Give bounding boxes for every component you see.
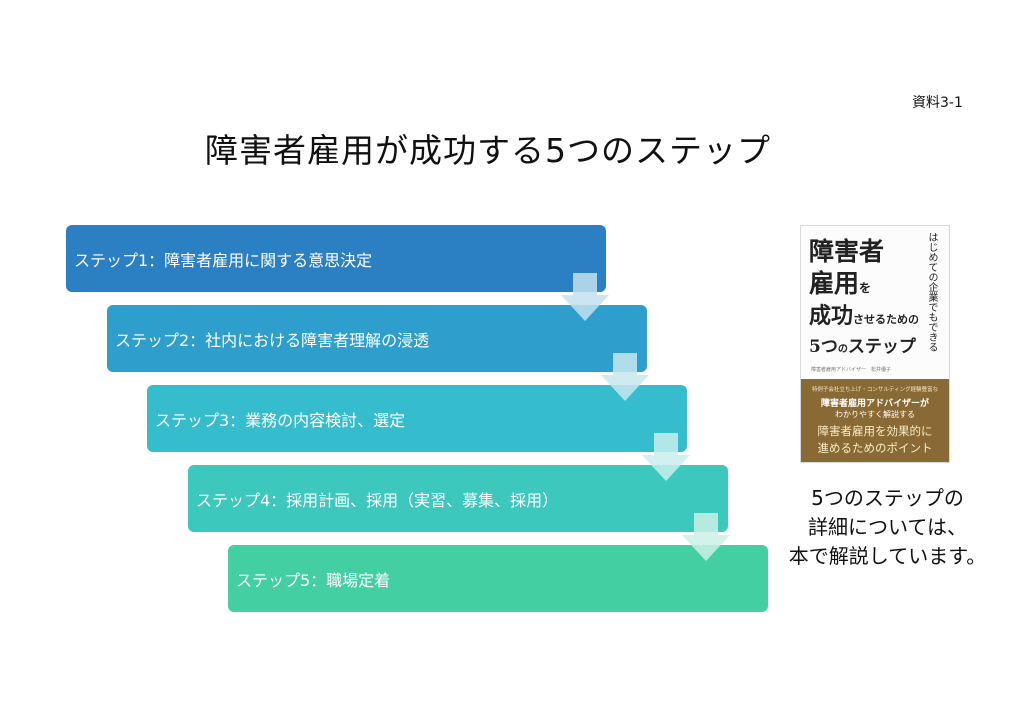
step-3-label: ステップ3：業務の内容検討、選定 [155,410,406,430]
book-title-line2: 雇用を [809,269,872,298]
book-vertical-subtitle: はじめての企業でもできる [926,232,937,352]
book-band-line2: 障害者雇用アドバイザーが [820,399,929,409]
down-arrow-icon [561,273,609,321]
book-cover: 障害者 雇用を 成功させるための 5つのステップ はじめての企業でもできる 障害… [801,226,949,462]
down-arrow-icon [642,433,690,481]
book-band-line5: 進めるためのポイント [817,441,933,455]
caption-line2: 詳細については、 [808,515,967,539]
step-2: ステップ2：社内における障害者理解の浸透 [107,305,647,372]
book-title-line3: 成功させるための [809,303,920,329]
document-reference: 資料3-1 [912,95,963,111]
book-cover-top [801,226,949,378]
book-band-line4: 障害者雇用を効果的に [817,424,933,438]
step-3: ステップ3：業務の内容検討、選定 [147,385,687,452]
caption-line1: 5つのステップの [811,486,964,510]
step-2-label: ステップ2：社内における障害者理解の浸透 [115,330,430,350]
book-caption: 5つのステップの 詳細については、 本で解説しています。 [770,484,1005,571]
book-band-line1: 特例子会社立ち上げ・コンサルティング経験豊富な [811,387,939,393]
step-5: ステップ5：職場定着 [228,545,768,612]
book-band: 特例子会社立ち上げ・コンサルティング経験豊富な 障害者雇用アドバイザーが わかり… [801,379,949,462]
book-title-line1: 障害者 [809,237,885,266]
step-4-label: ステップ4：採用計画、採用（実習、募集、採用） [196,490,559,510]
step-1: ステップ1：障害者雇用に関する意思決定 [66,225,606,292]
caption-line3: 本で解説しています。 [788,544,987,568]
book-band-line3: わかりやすく解説する [835,410,915,419]
book-author: 障害者雇用アドバイザー 松井優子 [811,367,892,373]
book-title-line4: 5つのステップ [809,337,916,357]
down-arrow-icon [682,513,730,561]
down-arrow-icon [601,353,649,401]
step-5-label: ステップ5：職場定着 [236,570,391,590]
step-4: ステップ4：採用計画、採用（実習、募集、採用） [188,465,728,532]
step-1-label: ステップ1：障害者雇用に関する意思決定 [74,250,373,270]
page-title: 障害者雇用が成功する5つのステップ [205,131,771,170]
